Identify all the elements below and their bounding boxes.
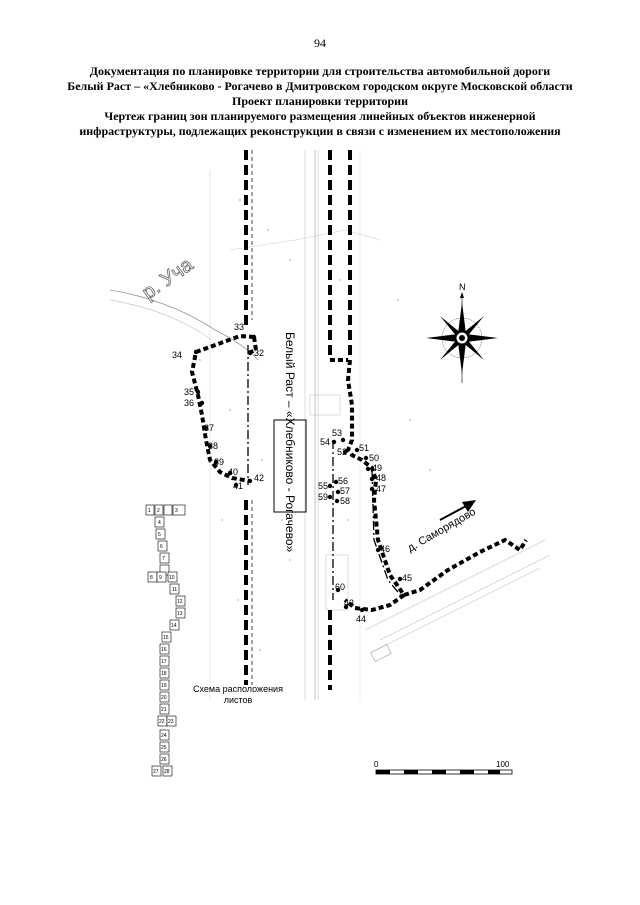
point-label: 51 — [359, 443, 369, 453]
sheet-scheme-caption: Схема расположения листов — [168, 684, 308, 706]
sheet-number: 23 — [168, 719, 174, 725]
caption-line-2: листов — [223, 695, 253, 705]
point-label: 32 — [254, 348, 264, 358]
scale-end-label: 100 — [496, 760, 510, 769]
sheet-number: 21 — [161, 707, 167, 713]
header-line-2: Белый Раст – «Хлебниково - Рогачево в Дм… — [67, 79, 573, 93]
compass-rose-icon: N — [426, 282, 498, 383]
point-label: 57 — [340, 486, 350, 496]
point-label: 56 — [338, 476, 348, 486]
point-label: 41 — [233, 481, 243, 491]
sheet-number: 2 — [157, 508, 160, 514]
document-header: Документация по планировке территории дл… — [30, 64, 610, 139]
sheet-number: 14 — [171, 623, 177, 629]
point-label: 47 — [376, 484, 386, 494]
sheet-number: 15 — [163, 635, 169, 641]
point-label: 58 — [340, 496, 350, 506]
river-label: р. Уча — [138, 253, 198, 304]
point-label: 49 — [372, 463, 382, 473]
point-label: 54 — [320, 437, 330, 447]
direction-arrow-icon — [439, 500, 476, 521]
caption-line-1: Схема расположения — [193, 684, 283, 694]
sheet-number: 1 — [148, 508, 151, 514]
point-label: 40 — [228, 467, 238, 477]
point-label: 34 — [172, 350, 182, 360]
sheet-number: 24 — [161, 733, 167, 739]
base-map — [109, 150, 551, 700]
point-label: 42 — [254, 473, 264, 483]
scale-start-label: 0 — [374, 760, 379, 769]
header-line-5: инфраструктуры, подлежащих реконструкции… — [79, 124, 561, 138]
sheet-number: 13 — [177, 611, 183, 617]
sheet-number: 22 — [159, 719, 165, 725]
scale-bar: 0 100 — [374, 760, 513, 775]
point-label: 60 — [335, 582, 345, 592]
sheet-number: 10 — [169, 575, 175, 581]
point-labels: 33 34 32 35 36 37 38 39 40 41 42 53 54 5… — [172, 322, 412, 624]
point-label: 43 — [344, 598, 354, 608]
point-label: 59 — [318, 492, 328, 502]
point-label: 50 — [369, 453, 379, 463]
sheet-layout-scheme — [145, 504, 186, 777]
sheet-number: 11 — [172, 587, 177, 593]
sheet-number: 9 — [159, 575, 162, 581]
point-label: 45 — [402, 573, 412, 583]
point-label: 36 — [184, 398, 194, 408]
village-label: д. Саморядово — [406, 506, 478, 555]
sheet-number: 3 — [175, 508, 178, 514]
sheet-number: 18 — [161, 671, 167, 677]
compass-north-label: N — [459, 282, 466, 292]
road-boundary-lines — [244, 150, 352, 690]
page-number: 94 — [314, 36, 326, 50]
point-label: 52 — [337, 447, 347, 457]
sheet-number: 26 — [161, 757, 167, 763]
sheet-number: 8 — [150, 575, 153, 581]
sheet-number: 7 — [162, 556, 165, 562]
point-label: 46 — [380, 544, 390, 554]
sheet-numbers: 1 2 3 4 5 6 7 8 9 10 11 12 13 14 15 16 1… — [148, 508, 183, 775]
sheet-number: 5 — [158, 532, 161, 538]
point-label: 53 — [332, 428, 342, 438]
sheet-number: 16 — [161, 647, 167, 653]
point-label: 38 — [208, 441, 218, 451]
point-label: 39 — [214, 457, 224, 467]
zone-axis — [247, 345, 403, 600]
point-label: 33 — [234, 322, 244, 332]
sheet-number: 4 — [158, 520, 161, 526]
road-name-frame — [273, 419, 307, 513]
header-line-3: Проект планировки территории — [231, 94, 409, 108]
point-label: 37 — [204, 423, 214, 433]
header-line-1: Документация по планировке территории дл… — [89, 64, 551, 78]
point-label: 35 — [184, 387, 194, 397]
sheet-number: 19 — [161, 683, 167, 689]
boundary-points — [193, 334, 403, 613]
sheet-number: 12 — [177, 599, 183, 605]
sheet-number: 20 — [161, 695, 167, 701]
sheet-number: 6 — [160, 544, 163, 550]
sheet-number: 28 — [164, 769, 170, 775]
zone-boundary-right — [330, 358, 528, 613]
point-label: 44 — [356, 614, 366, 624]
header-line-4: Чертеж границ зон планируемого размещени… — [104, 109, 536, 123]
point-label: 48 — [376, 473, 386, 483]
road-label: Белый Раст – «Хлебниково - Рогачево» — [283, 332, 297, 553]
point-label: 55 — [318, 481, 328, 491]
sheet-number: 25 — [161, 745, 167, 751]
sheet-number: 17 — [161, 659, 167, 665]
sheet-number: 27 — [153, 769, 159, 775]
